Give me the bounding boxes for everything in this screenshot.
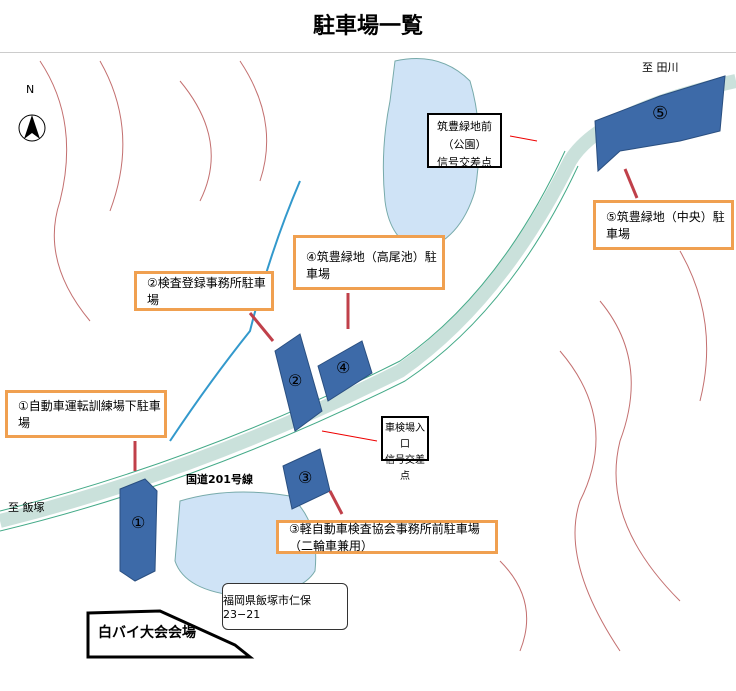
- lot-2-marker[interactable]: ②: [288, 371, 303, 390]
- inspection-signal-line2: 信号交差点: [385, 455, 425, 482]
- venue-label: 白バイ大会会場: [98, 625, 196, 641]
- lot-2-area: [274, 333, 323, 432]
- address-callout: 福岡県飯塚市仁保23−21: [222, 583, 348, 630]
- park-signal-label: 筑豊緑地前（公園） 信号交差点: [427, 113, 502, 169]
- inspection-signal-label: 車検場入口 信号交差点: [381, 416, 429, 482]
- map-base: [0, 58, 736, 652]
- to-tagawa-label: 至 田川: [642, 61, 679, 74]
- lot-3-marker[interactable]: ③: [298, 468, 313, 487]
- lot-5-marker[interactable]: ⑤: [652, 103, 669, 124]
- parking-lots: [119, 75, 726, 582]
- to-iizuka-label: 至 飯塚: [8, 501, 45, 514]
- lot-1-area: [119, 478, 158, 582]
- lot-4-label: ④筑豊緑地（高尾池）駐車場: [293, 235, 445, 290]
- lot-5-label: ⑤筑豊緑地（中央）駐車場: [593, 200, 734, 250]
- lot-1-marker[interactable]: ①: [131, 513, 146, 532]
- map[interactable]: N 至 田川 至 飯塚 国道201号線 ① ② ③ ④ ⑤: [0, 52, 736, 658]
- lot-2-label: ②検査登録事務所駐車場: [134, 271, 274, 311]
- lot-3-label: ③軽自動車検査協会事務所前駐車場（二輪車兼用）: [276, 520, 498, 554]
- venue-banner: [86, 609, 255, 659]
- inspection-signal-line1: 車検場入口: [385, 423, 425, 450]
- park-signal-line1: 筑豊緑地前（公園）: [437, 120, 492, 151]
- lot-1-label: ①自動車運転訓練場下駐車場: [5, 390, 167, 438]
- lot-4-area: [317, 340, 373, 402]
- lot-5-area: [594, 75, 726, 173]
- lot-4-marker[interactable]: ④: [336, 358, 351, 377]
- park-signal-line2: 信号交差点: [437, 156, 492, 169]
- road-label: 国道201号線: [186, 473, 253, 486]
- stream: [169, 180, 301, 442]
- north-arrow-icon: [18, 114, 46, 142]
- page-title: 駐車場一覧: [312, 14, 423, 39]
- north-label: N: [26, 83, 35, 96]
- lake-south: [174, 491, 317, 597]
